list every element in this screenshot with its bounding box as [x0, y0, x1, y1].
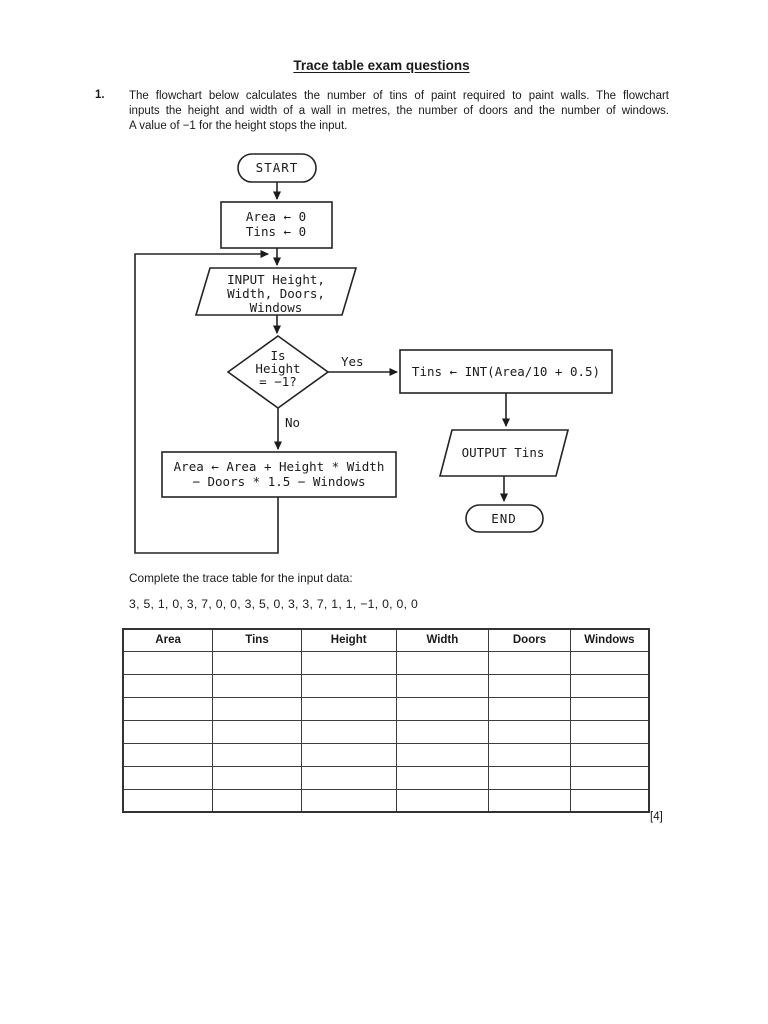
trace-table-cell — [122, 765, 214, 790]
trace-table-cell — [395, 788, 490, 813]
input-line: INPUT Height, — [227, 272, 325, 287]
input-line: Width, Doors, — [227, 286, 325, 301]
trace-table-cell — [569, 673, 650, 698]
question-text-line: inputs the height and width of a wall in… — [129, 104, 669, 117]
trace-table-row — [122, 719, 650, 744]
trace-table-cell — [569, 719, 650, 744]
column-header-windows: Windows — [569, 628, 650, 652]
trace-table-row — [122, 742, 650, 767]
loop-back-line — [134, 250, 279, 554]
init-line: Area ← 0 — [246, 209, 306, 224]
trace-table-row — [122, 765, 650, 790]
end-label: END — [491, 511, 517, 526]
area-line: Area ← Area + Height * Width — [174, 459, 385, 474]
trace-table-cell — [300, 788, 397, 813]
tins-process-box — [399, 349, 613, 394]
trace-table-row — [122, 788, 650, 813]
marks-badge: [4] — [650, 811, 663, 823]
trace-table-cell — [122, 650, 214, 675]
yes-branch-label: Yes — [341, 354, 364, 369]
trace-table-body — [122, 650, 650, 813]
no-branch-label: No — [285, 415, 300, 430]
question-text-line: The flowchart below calculates the numbe… — [129, 90, 669, 102]
flowchart-diagram: START Area ← 0 Tins ← 0 INPUT Height, Wi… — [134, 153, 613, 554]
trace-table-cell — [488, 742, 571, 767]
trace-table-cell — [300, 742, 397, 767]
trace-table-cell — [300, 650, 397, 675]
decision-line: Is — [270, 348, 285, 363]
trace-table-row — [122, 696, 650, 721]
input-line: Windows — [250, 300, 303, 315]
trace-table-cell — [395, 742, 490, 767]
input-parallelogram — [194, 267, 358, 316]
trace-table-cell — [212, 788, 302, 813]
tins-label: Tins ← INT(Area/10 + 0.5) — [412, 364, 600, 379]
trace-table-cell — [488, 696, 571, 721]
decision-diamond — [226, 335, 330, 409]
output-label: OUTPUT Tins — [462, 445, 545, 460]
trace-table-cell — [122, 696, 214, 721]
input-data-values: 3, 5, 1, 0, 3, 7, 0, 0, 3, 5, 0, 3, 3, 7… — [129, 597, 419, 611]
trace-table-cell — [300, 765, 397, 790]
decision-line: Height — [255, 361, 300, 376]
trace-table-cell — [395, 650, 490, 675]
area-process-box — [161, 451, 397, 498]
column-header-height: Height — [300, 628, 397, 652]
decision-line: = −1? — [259, 374, 297, 389]
trace-table-cell — [488, 788, 571, 813]
column-header-width: Width — [395, 628, 490, 652]
trace-table-cell — [122, 719, 214, 744]
trace-table-cell — [395, 696, 490, 721]
trace-table: Area Tins Height Width Doors Windows — [122, 628, 650, 813]
trace-table-cell — [488, 765, 571, 790]
trace-table-row — [122, 673, 650, 698]
area-line: − Doors * 1.5 − Windows — [192, 474, 365, 489]
trace-table-cell — [488, 650, 571, 675]
trace-table-cell — [212, 719, 302, 744]
trace-table-cell — [569, 742, 650, 767]
start-terminator — [237, 153, 317, 183]
end-terminator — [465, 504, 544, 533]
trace-table-cell — [395, 765, 490, 790]
question-number: 1. — [95, 89, 105, 101]
output-parallelogram — [438, 429, 570, 477]
trace-table-cell — [122, 788, 214, 813]
column-header-doors: Doors — [488, 628, 571, 652]
question-text: The flowchart below calculates the numbe… — [129, 89, 669, 134]
trace-table-cell — [395, 673, 490, 698]
init-process-box — [220, 201, 333, 249]
trace-table-cell — [395, 719, 490, 744]
trace-table-cell — [212, 742, 302, 767]
trace-table-cell — [300, 673, 397, 698]
trace-table-cell — [569, 788, 650, 813]
trace-table-row — [122, 650, 650, 675]
trace-table-cell — [122, 673, 214, 698]
trace-table-cell — [569, 765, 650, 790]
trace-table-header-row: Area Tins Height Width Doors Windows — [122, 628, 650, 652]
trace-table-cell — [488, 673, 571, 698]
trace-table-cell — [569, 696, 650, 721]
trace-table-cell — [212, 673, 302, 698]
init-line: Tins ← 0 — [246, 224, 306, 239]
trace-table-cell — [212, 696, 302, 721]
trace-instruction: Complete the trace table for the input d… — [129, 571, 353, 585]
start-label: START — [256, 160, 299, 175]
trace-table-cell — [300, 696, 397, 721]
trace-table-cell — [488, 719, 571, 744]
trace-table-cell — [122, 742, 214, 767]
column-header-tins: Tins — [212, 628, 302, 652]
column-header-area: Area — [122, 628, 214, 652]
question-text-line: A value of −1 for the height stops the i… — [129, 119, 348, 132]
page-title: Trace table exam questions — [293, 58, 470, 73]
trace-table-cell — [569, 650, 650, 675]
trace-table-cell — [212, 650, 302, 675]
trace-table-cell — [212, 765, 302, 790]
trace-table-cell — [300, 719, 397, 744]
